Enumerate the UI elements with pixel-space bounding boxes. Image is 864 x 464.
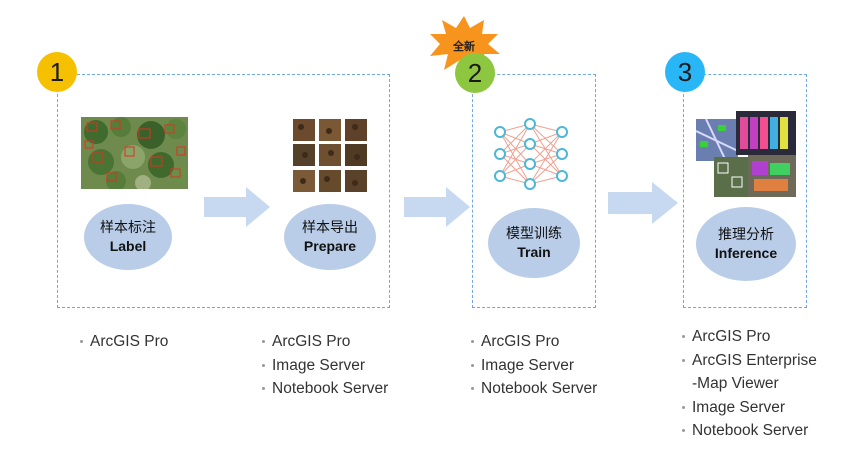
step-inference-en: Inference (714, 245, 778, 261)
list-item: Notebook Server (682, 419, 817, 443)
step-prepare-zh: 样本导出 (302, 220, 358, 236)
aerial-annotation-image (81, 117, 188, 189)
step-badge-2: 2 (455, 53, 495, 93)
neural-network-icon (494, 118, 568, 190)
step1-2-group-box (57, 74, 390, 308)
step-badge-3: 3 (665, 52, 705, 92)
list-item: ArcGIS Pro (682, 325, 817, 349)
step-label-en: Label (109, 238, 147, 254)
list-item: -Map Viewer (692, 375, 779, 392)
step-inference-box (683, 74, 807, 308)
step-train-en: Train (517, 244, 551, 260)
step-inference-zh: 推理分析 (718, 227, 774, 243)
list-item: Image Server (262, 354, 388, 378)
list-item: Image Server (471, 354, 597, 378)
flow-arrow-3 (608, 182, 678, 224)
step-inference-ellipse: 推理分析 Inference (696, 207, 796, 281)
inference-results-collage (696, 111, 796, 197)
step3-platform-list: ArcGIS Pro Image Server Notebook Server (471, 330, 597, 401)
new-label: 全新 (453, 40, 475, 53)
step-train-zh: 模型训练 (506, 226, 562, 242)
step-train-box (472, 74, 596, 308)
list-item: ArcGIS Pro (471, 330, 597, 354)
step1-platform-list: ArcGIS Pro (80, 330, 168, 354)
list-item: ArcGIS Pro (80, 330, 168, 354)
step-label-zh: 样本标注 (100, 220, 156, 236)
sample-chips-grid-image (293, 119, 367, 192)
step-label-ellipse: 样本标注 Label (84, 204, 172, 270)
list-item: Notebook Server (262, 377, 388, 401)
step2-platform-list: ArcGIS Pro Image Server Notebook Server (262, 330, 388, 401)
step-prepare-en: Prepare (303, 238, 357, 254)
list-item: Notebook Server (471, 377, 597, 401)
step-train-ellipse: 模型训练 Train (488, 208, 580, 278)
flow-arrow-1 (204, 187, 270, 227)
flow-arrow-2 (404, 187, 470, 227)
list-item: ArcGIS Enterprise (682, 349, 817, 373)
step4-platform-list: ArcGIS Pro ArcGIS Enterprise -Map Viewer… (682, 325, 817, 443)
step-prepare-ellipse: 样本导出 Prepare (284, 204, 376, 270)
step-badge-1: 1 (37, 52, 77, 92)
list-item: ArcGIS Pro (262, 330, 388, 354)
list-item: Image Server (682, 396, 817, 420)
